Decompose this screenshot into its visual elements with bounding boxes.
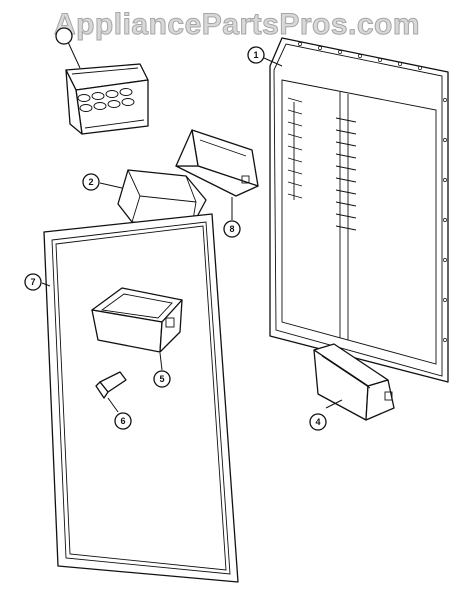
leader-utility-bin <box>67 41 81 69</box>
svg-text:4: 4 <box>315 417 320 427</box>
callout-bin-clip[interactable]: 6 <box>114 412 132 430</box>
svg-text:8: 8 <box>229 224 234 234</box>
shelf-notches-left <box>287 97 303 200</box>
callout-large-door-bin[interactable]: 4 <box>309 413 327 431</box>
liner-rivets <box>298 42 447 342</box>
door-gasket-part[interactable] <box>43 213 239 583</box>
callout-dairy-cover[interactable]: 2 <box>82 173 100 191</box>
leader-small-door-bin <box>159 352 163 371</box>
svg-text:6: 6 <box>120 416 125 426</box>
leader-door-gasket <box>41 282 51 287</box>
door-liner-part[interactable] <box>269 37 449 383</box>
leader-dairy-cover <box>99 182 123 189</box>
callout-door-gasket[interactable]: 7 <box>24 273 42 291</box>
callout-utility-bin[interactable] <box>55 27 73 45</box>
bin-clip-part[interactable] <box>95 371 127 399</box>
leader-door-liner <box>263 57 283 67</box>
svg-text:1: 1 <box>253 50 258 60</box>
dairy-door-part[interactable] <box>175 129 259 197</box>
svg-text:2: 2 <box>88 177 93 187</box>
callout-small-door-bin[interactable]: 5 <box>153 370 171 388</box>
callout-dairy-door[interactable]: 8 <box>223 220 241 238</box>
egg-cups <box>77 88 135 112</box>
utility-bin-part[interactable] <box>65 63 149 135</box>
callout-door-liner[interactable]: 1 <box>247 46 265 64</box>
small-door-bin-part[interactable] <box>91 287 183 353</box>
watermark-text: AppliancePartsPros.com <box>53 8 421 42</box>
leader-bin-clip <box>107 397 119 413</box>
large-door-bin-part[interactable] <box>313 343 395 421</box>
svg-text:7: 7 <box>30 277 35 287</box>
svg-text:5: 5 <box>159 374 164 384</box>
dairy-cover-part[interactable] <box>117 169 207 227</box>
shelf-notches-center <box>335 117 357 231</box>
leader-large-door-bin <box>325 399 343 409</box>
